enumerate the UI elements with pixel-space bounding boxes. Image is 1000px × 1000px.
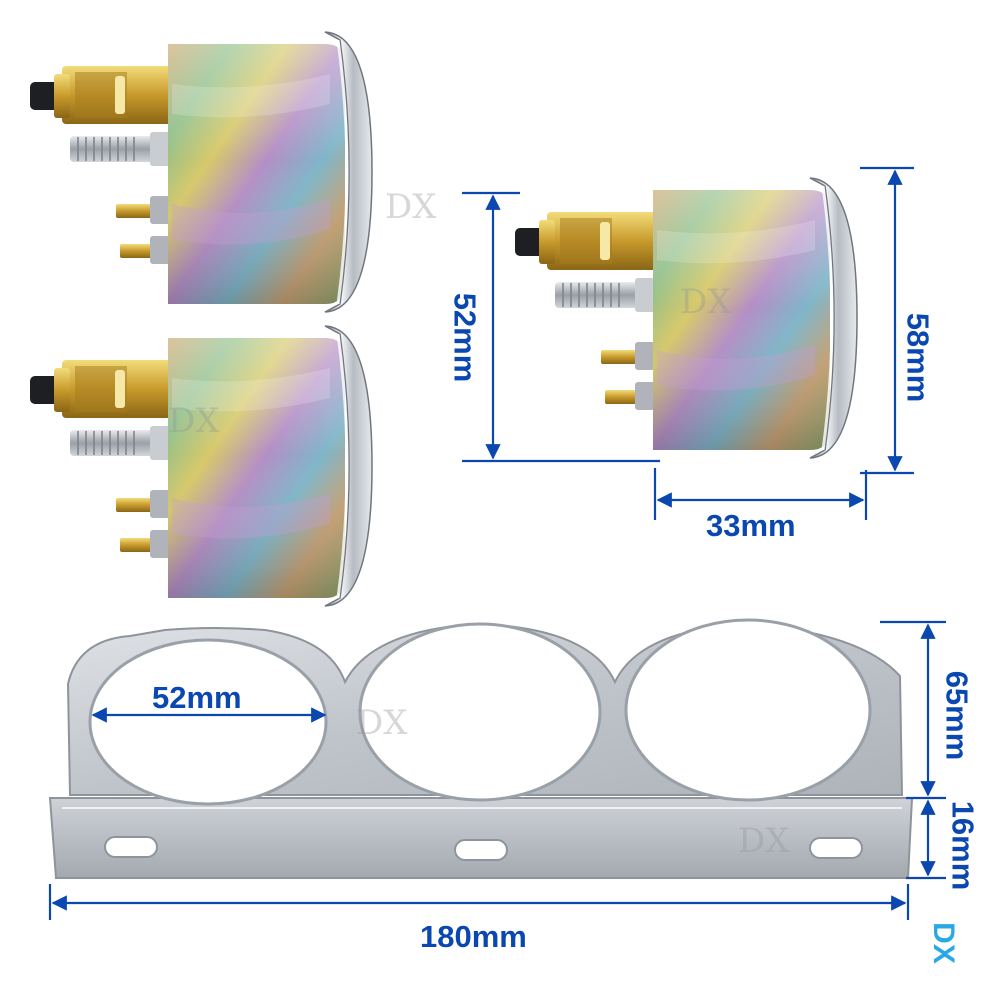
watermark: DX	[738, 821, 790, 861]
brand-logo: DX	[918, 916, 978, 986]
gauge-length-dimension-line	[462, 191, 660, 463]
panel-width-dimension-line	[48, 884, 910, 920]
mounting-bracket	[48, 618, 914, 879]
panel-width-label: 180mm	[420, 919, 527, 954]
gauge-depth-label: 33mm	[706, 508, 796, 543]
tab-height-label: 16mm	[945, 800, 981, 891]
gauge-length-label: 52mm	[447, 292, 483, 383]
gauge-middle-left	[28, 324, 374, 608]
watermark: DX	[680, 282, 732, 322]
gauge-depth-dimension-line	[653, 468, 868, 520]
watermark: DX	[168, 401, 220, 441]
hole-diameter-label: 52mm	[152, 680, 242, 715]
panel-height-label: 65mm	[939, 670, 975, 761]
gauge-height-dimension-line	[860, 166, 914, 475]
watermark: DX	[356, 703, 408, 743]
watermark: DX	[385, 187, 437, 227]
gauge-height-label: 58mm	[900, 312, 936, 403]
panel-height-dimension-line	[880, 620, 946, 800]
logo-text: DX	[926, 922, 960, 964]
tab-height-dimension-line	[906, 799, 946, 880]
gauge-top-left	[28, 30, 374, 314]
